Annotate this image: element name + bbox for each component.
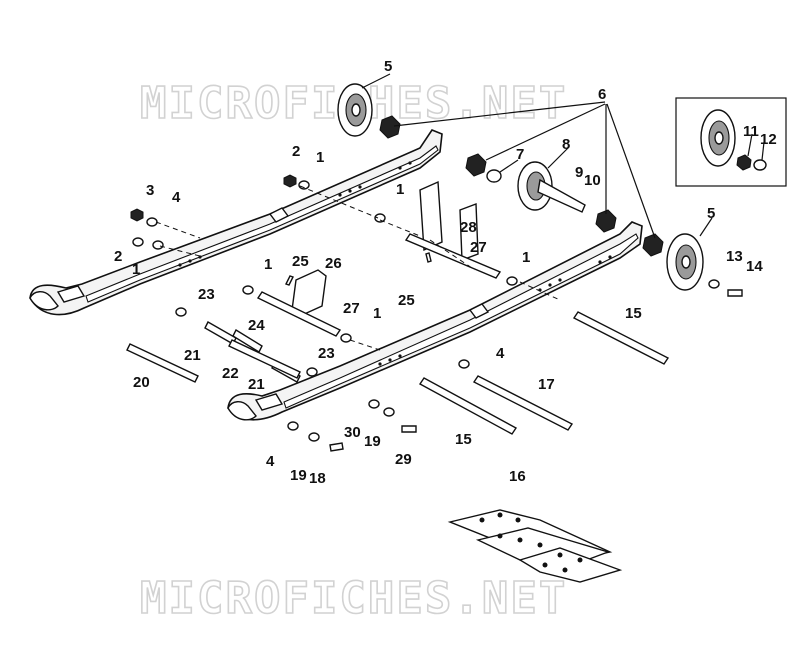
callout-27: 27 [470,239,487,256]
callout-26: 26 [325,255,342,272]
callout-12: 12 [760,131,777,148]
lower-rail [227,221,643,421]
callout-19b: 19 [290,467,307,484]
callout-21: 21 [184,347,201,364]
callout-27b: 27 [343,300,360,317]
callout-29: 29 [395,451,412,468]
watermark-bottom: MICROFICHES.NET [140,573,567,624]
idler-wheel-center [517,161,586,213]
leader-lines [361,73,765,239]
callout-8: 8 [562,136,570,153]
track-clips [447,509,623,583]
callout-4b: 4 [496,345,505,362]
callout-4: 4 [172,189,181,206]
callout-9: 9 [575,164,583,181]
bearing-top [379,115,487,177]
callout-5: 5 [384,58,392,75]
callout-3: 3 [146,182,154,199]
callout-2: 2 [292,143,300,160]
callout-1b: 1 [396,181,404,198]
callout-19: 19 [364,433,381,450]
hardware [130,174,743,452]
callout-14: 14 [746,258,763,275]
washer-7 [486,169,502,183]
callout-22: 22 [222,365,239,382]
callout-16: 16 [509,468,526,485]
idler-wheel-top [337,83,373,137]
callout-1d: 1 [264,256,272,273]
upper-rail [29,129,443,316]
callout-17: 17 [538,376,555,393]
callout-13: 13 [726,248,743,265]
inset-box [675,97,787,187]
callout-10: 10 [584,172,601,189]
callout-7: 7 [516,146,524,163]
callout-1c: 1 [132,261,140,278]
callout-15b: 15 [455,431,472,448]
callout-11: 11 [743,123,759,140]
callout-15: 15 [625,305,642,322]
callout-24: 24 [248,317,265,334]
shafts [126,180,670,435]
callout-18: 18 [309,470,326,487]
callout-2b: 2 [114,248,122,265]
callout-25b: 25 [398,292,415,309]
callout-20: 20 [133,374,150,391]
idler-wheel-right [666,233,704,291]
callout-4c: 4 [266,453,275,470]
assembly-lines [155,185,561,351]
callout-28: 28 [460,219,477,236]
callout-5b: 5 [707,205,715,222]
callout-30: 30 [344,424,361,441]
callout-labels: 5 6 2 1 8 7 9 10 11 12 3 4 1 5 28 2 27 1… [114,58,777,487]
callout-21b: 21 [248,376,265,393]
callout-6: 6 [598,86,606,103]
callout-1: 1 [316,149,324,166]
bearing-mid [595,209,664,257]
callout-1e: 1 [522,249,530,266]
callout-1f: 1 [373,305,381,322]
callout-25: 25 [292,253,309,270]
callout-23b: 23 [318,345,335,362]
callout-23: 23 [198,286,215,303]
